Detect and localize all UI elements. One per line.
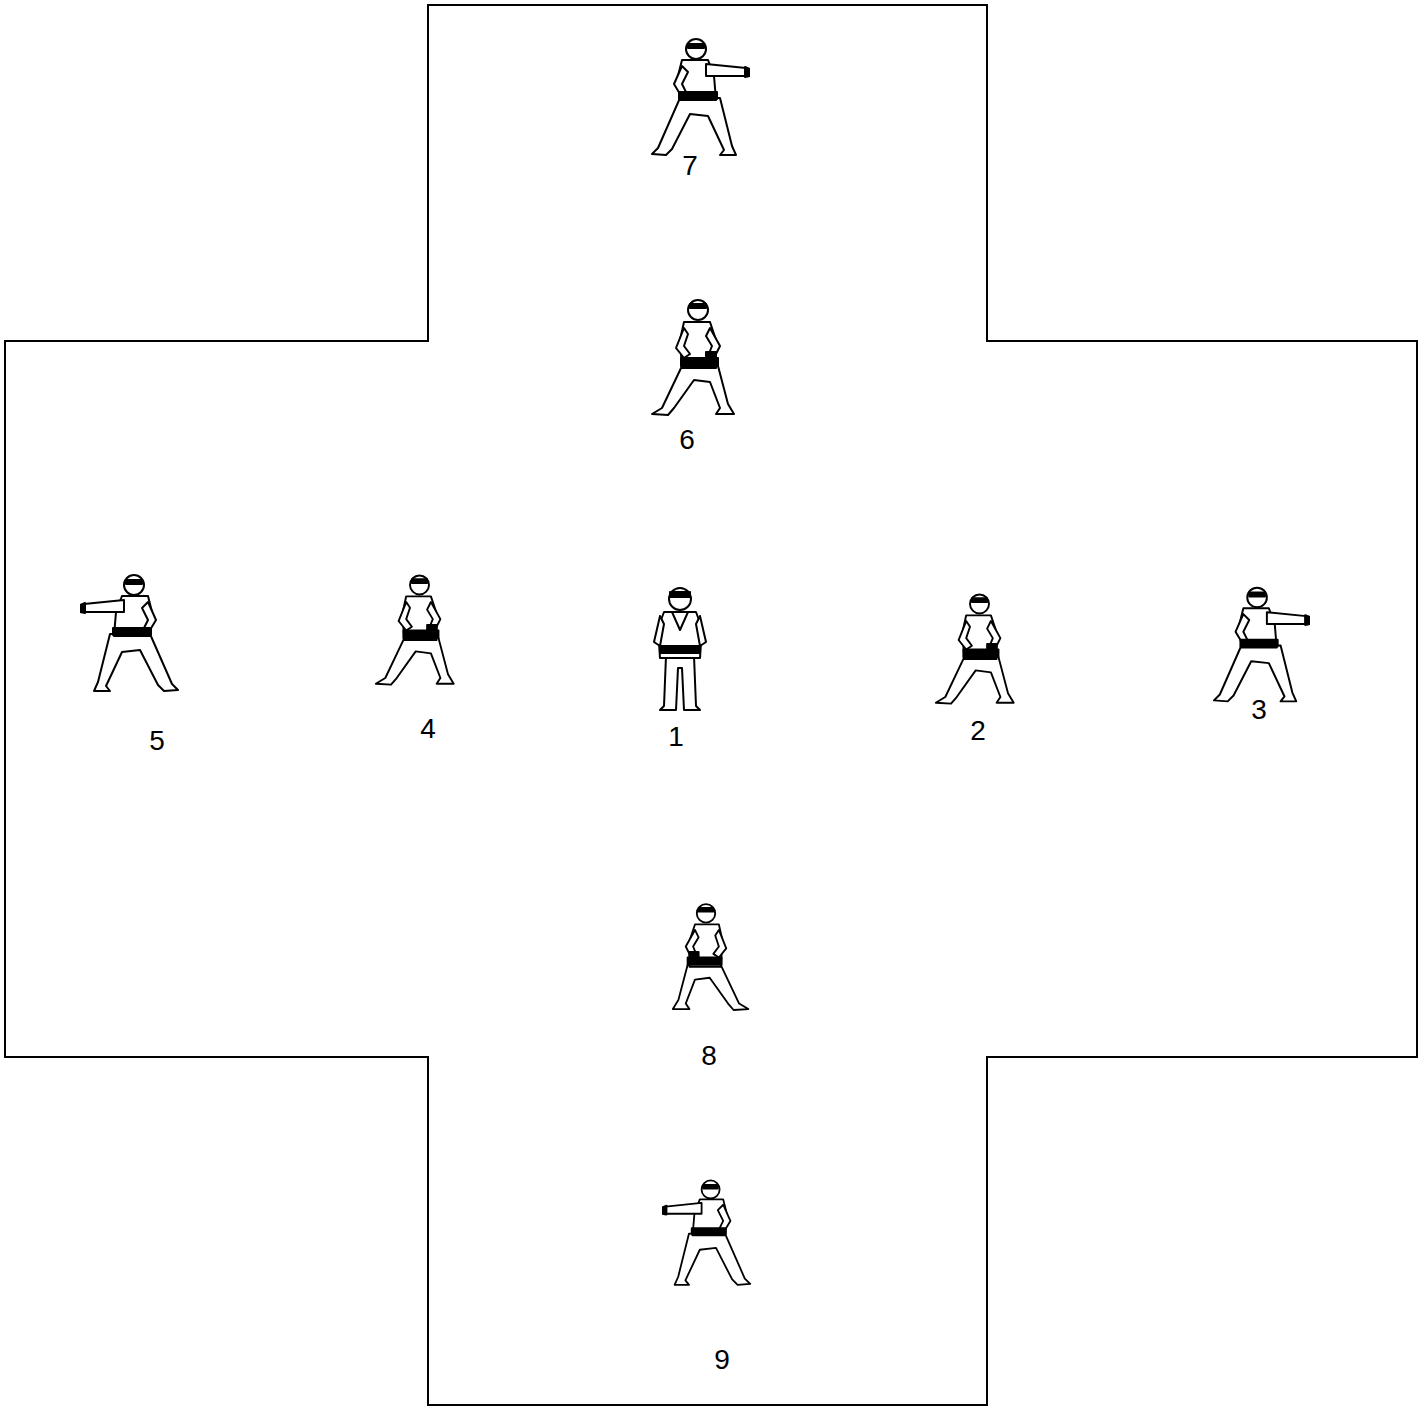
callout-number: 2 <box>970 717 986 745</box>
karate-figure <box>673 904 748 1010</box>
callout-number: 5 <box>149 727 165 755</box>
karate-figure <box>654 588 706 710</box>
callout-number: 3 <box>1251 696 1267 724</box>
callout-number: 4 <box>420 715 436 743</box>
karate-figure <box>662 1180 750 1284</box>
karate-figure <box>936 594 1014 703</box>
karate-figure <box>80 575 178 691</box>
callout-number: 6 <box>679 426 695 454</box>
callout-number: 9 <box>714 1346 730 1374</box>
karate-figure <box>1214 588 1310 702</box>
karate-figure <box>652 300 734 415</box>
karate-figure <box>376 575 454 684</box>
floor-outline <box>5 5 1417 1405</box>
callout-number: 1 <box>668 723 684 751</box>
karate-figure <box>652 39 750 155</box>
callout-number: 7 <box>682 152 698 180</box>
callout-number: 8 <box>701 1042 717 1070</box>
